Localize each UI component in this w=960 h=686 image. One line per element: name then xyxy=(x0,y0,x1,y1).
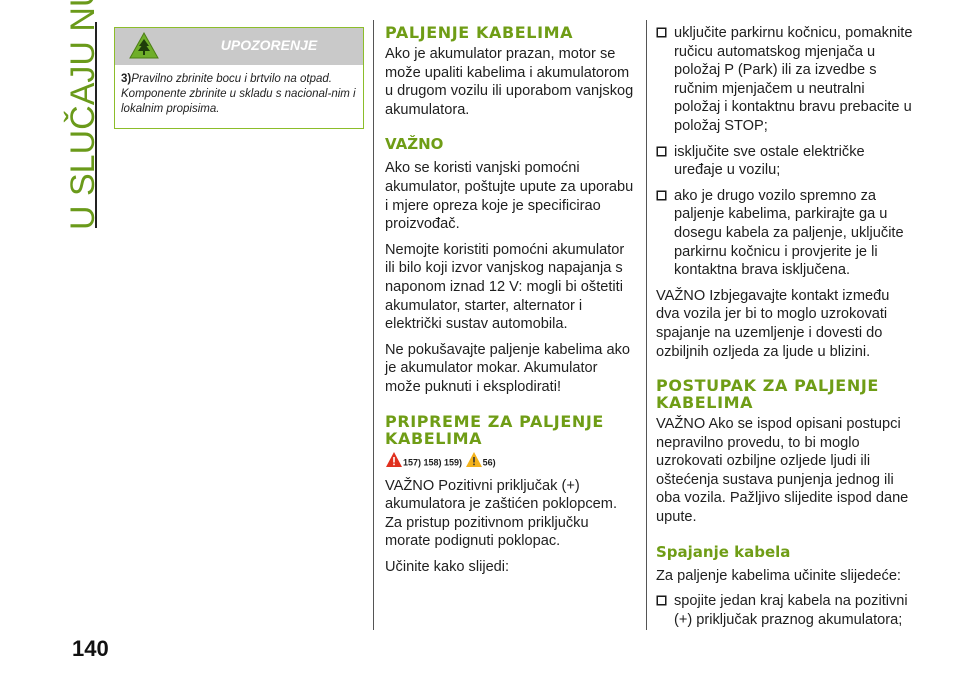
checkbox-bullet-icon xyxy=(656,27,667,38)
column-divider xyxy=(373,20,374,630)
reference-numbers: 157) 158) 159) xyxy=(403,456,463,467)
checkbox-bullet-icon xyxy=(656,190,667,201)
paragraph: Ako se koristi vanjski pomoćni akumulato… xyxy=(385,160,634,233)
list-item: isključite sve ostale električke uređaje… xyxy=(656,143,914,180)
list-item: spojite jedan kraj kabela na pozitivni (… xyxy=(656,592,914,629)
reference-numbers: 56) xyxy=(482,456,496,467)
list-item: uključite parkirnu kočnicu, pomaknite ru… xyxy=(656,24,914,136)
paragraph: VAŽNO Pozitivni priključak (+) akumulato… xyxy=(385,477,617,550)
tree-icon xyxy=(129,31,159,60)
paragraph: Za paljenje kabelima učinite slijedeće: xyxy=(656,567,901,584)
warning-text: 3)Pravilno zbrinite bocu i brtvilo na ot… xyxy=(121,73,356,115)
list-item: ako je drugo vozilo spremno za paljenje … xyxy=(656,187,914,280)
heading-vazno: VAŽNO xyxy=(385,135,444,154)
paragraph: Ne pokušavajte paljenje kabelima ako je … xyxy=(385,341,631,395)
section-side-title: U SLUČAJU NUŽDE xyxy=(64,0,102,230)
paragraph: VAŽNO Izbjegavajte kontakt između dva vo… xyxy=(656,287,890,360)
checkbox-bullet-icon xyxy=(656,146,667,157)
page-number: 140 xyxy=(72,636,109,661)
paragraph: Nemojte koristiti pomoćni akumulator ili… xyxy=(385,241,625,333)
heading-postupak: POSTUPAK ZA PALJENJE KABELIMA xyxy=(656,376,879,413)
warning-header: UPOZORENJE xyxy=(115,28,363,65)
warning-box: UPOZORENJE 3)Pravilno zbrinite bocu i br… xyxy=(114,27,364,129)
side-divider xyxy=(95,22,97,228)
warning-title: UPOZORENJE xyxy=(220,37,318,53)
checkbox-bullet-icon xyxy=(656,595,667,606)
paragraph: VAŽNO Ako se ispod opisani postupci nepr… xyxy=(656,416,909,526)
heading-pripreme: PRIPREME ZA PALJENJE KABELIMA xyxy=(385,411,604,448)
reference-line: 157) 158) 159) 56) xyxy=(385,451,637,473)
warning-ref: 3) xyxy=(121,73,132,85)
column-right: uključite parkirnu kočnicu, pomaknite ru… xyxy=(656,24,914,636)
column-middle: PALJENJE KABELIMA Ako je akumulator praz… xyxy=(385,24,637,583)
heading-paljenje-kabelima: PALJENJE KABELIMA xyxy=(385,23,574,42)
warning-yellow-icon xyxy=(465,451,483,475)
paragraph: Ako je akumulator prazan, motor se može … xyxy=(385,46,634,118)
heading-spajanje-kabela: Spajanje kabela xyxy=(656,542,791,561)
column-divider xyxy=(646,20,647,630)
warning-red-icon xyxy=(385,451,403,475)
paragraph: Učinite kako slijedi: xyxy=(385,558,510,575)
